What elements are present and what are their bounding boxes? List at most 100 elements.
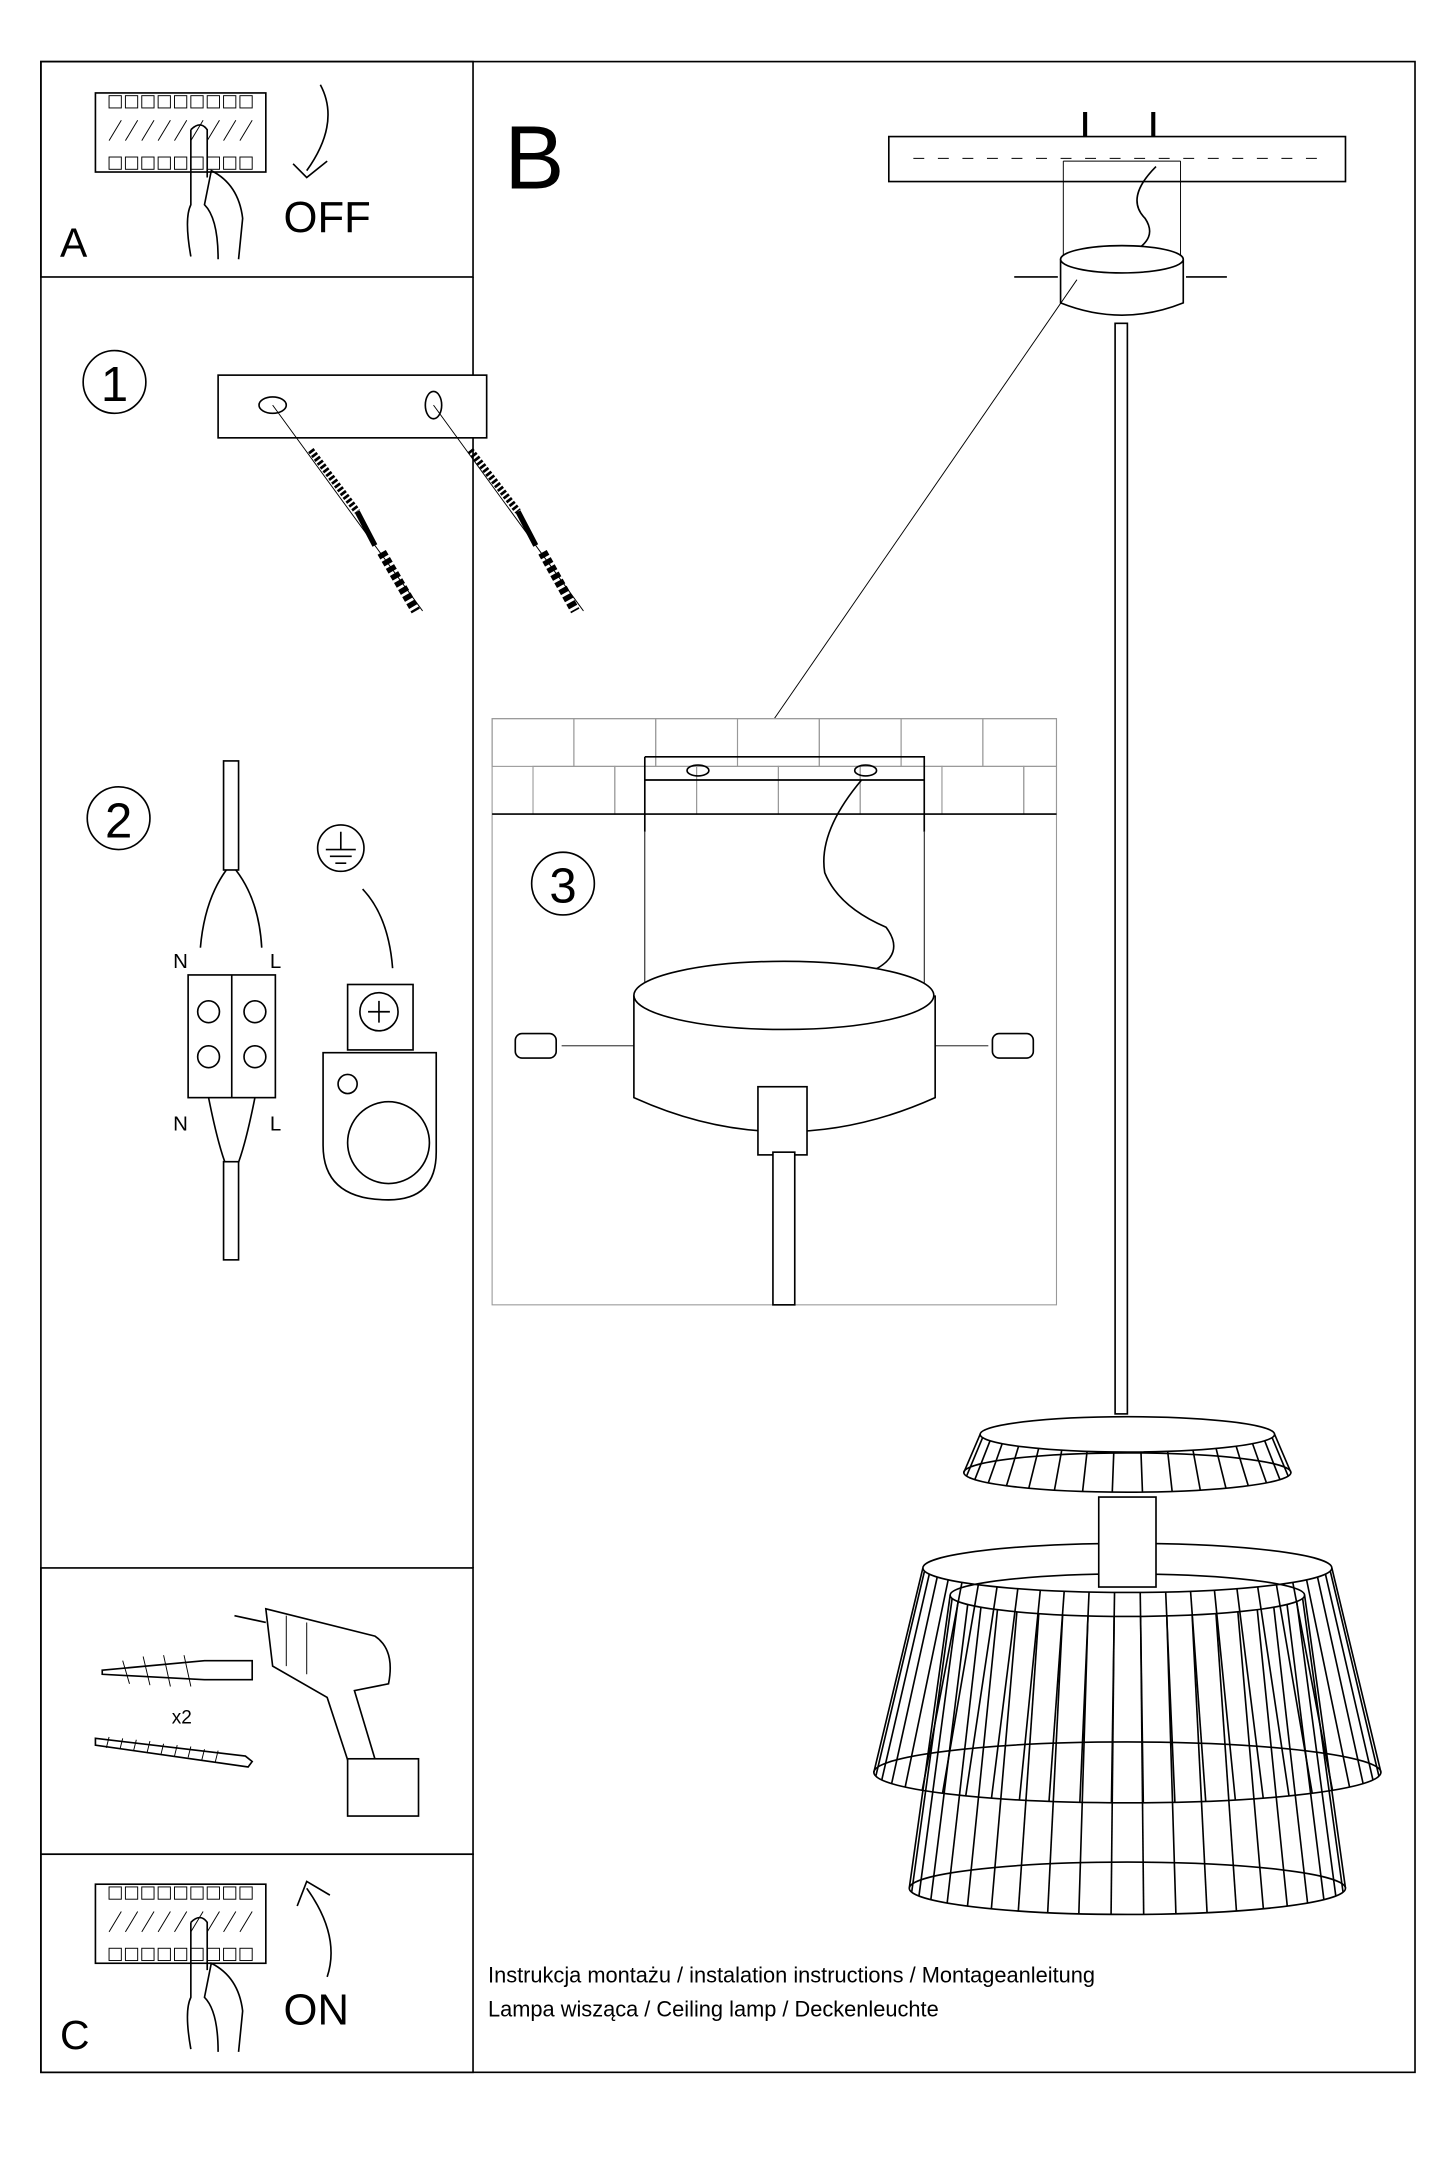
breaker-terminal <box>206 1886 220 1900</box>
bottom-tier-bar <box>910 1598 953 1893</box>
arrow-up-icon <box>296 1880 332 1978</box>
middle-tier-bar <box>875 1570 926 1777</box>
bottom-tier-bar <box>918 1601 959 1897</box>
panel-c-action: ON <box>284 1987 349 2035</box>
breaker-switch <box>206 1911 220 1933</box>
bottom-tier-bar <box>1110 1616 1115 1915</box>
breaker-terminal <box>223 156 237 170</box>
bottom-tier-bottom-ring <box>908 1861 1347 1916</box>
top-tier-bar <box>1005 1446 1020 1486</box>
ceiling-beam <box>887 112 1347 183</box>
top-tier-bar <box>1081 1451 1088 1492</box>
top-tier-top-ring <box>979 1415 1276 1453</box>
detail-leader-line <box>773 279 1078 719</box>
step-3-number: 3 <box>549 860 576 914</box>
bottom-tier-bar <box>1286 1604 1325 1900</box>
bottom-tier-bar <box>1256 1609 1289 1907</box>
wall-brick <box>941 765 1025 815</box>
top-tier-bar <box>1140 1451 1144 1493</box>
breaker-terminal <box>157 1947 171 1962</box>
breaker-switch <box>190 119 204 141</box>
wall-brick <box>1023 765 1058 815</box>
wall-brick <box>777 765 861 815</box>
top-tier-bar <box>974 1440 991 1480</box>
bottom-tier-bar <box>1191 1614 1208 1913</box>
breaker-terminal <box>239 95 253 109</box>
top-tier-bar <box>1053 1450 1063 1491</box>
breaker-switch <box>174 119 188 141</box>
bottom-tier-bar <box>908 1595 951 1889</box>
lamp-shade <box>872 1415 1382 1916</box>
bottom-tier-bar <box>990 1611 1018 1909</box>
breaker-switch <box>174 1911 188 1933</box>
breaker-switch <box>223 119 237 141</box>
step-3-badge <box>530 851 596 916</box>
breaker-terminal <box>124 95 139 109</box>
wall-brick <box>655 718 739 767</box>
bottom-tier-bar <box>1046 1614 1064 1913</box>
breaker-icon <box>94 1883 267 1965</box>
wall-brick <box>573 718 657 767</box>
middle-tier-bar <box>1316 1576 1364 1784</box>
top-tier-bar <box>1263 1440 1281 1480</box>
middle-tier-bottom-ring <box>872 1741 1382 1804</box>
middle-tier-bar <box>990 1588 1019 1799</box>
wall-brick <box>736 718 820 767</box>
top-tier-bar <box>1027 1448 1040 1489</box>
wall-brick <box>900 718 984 767</box>
wire-label-l: L <box>270 950 281 973</box>
breaker-switch <box>125 1911 139 1933</box>
breaker-terminal <box>239 1947 253 1962</box>
wall-brick <box>614 765 698 815</box>
lamp-socket <box>1097 1496 1157 1588</box>
panel-a-action: OFF <box>284 194 371 242</box>
panel-c-label: C <box>60 2012 90 2058</box>
step-1-number: 1 <box>101 358 128 412</box>
wall-brick <box>696 765 779 815</box>
middle-tier-bar <box>890 1576 939 1784</box>
breaker-terminal <box>141 1947 155 1962</box>
wire-label-l: L <box>270 1112 281 1135</box>
ground-terminal <box>322 888 438 1201</box>
wire-label-n: N <box>173 1112 188 1135</box>
bottom-tier-bar <box>1215 1613 1238 1912</box>
top-tier-bar <box>1251 1443 1268 1484</box>
breaker-switch <box>108 119 122 141</box>
breaker-switch <box>157 119 171 141</box>
middle-tier-bar <box>880 1573 931 1781</box>
breaker-terminal <box>124 156 139 170</box>
wall-brick <box>532 765 616 815</box>
bottom-tier-bar <box>966 1609 999 1907</box>
bottom-tier-bar <box>930 1604 969 1900</box>
breaker-terminal <box>206 95 220 109</box>
top-tier-bottom-ring <box>962 1452 1292 1493</box>
breaker-switch <box>206 119 220 141</box>
breaker-terminal <box>108 1947 122 1962</box>
wall-brick <box>491 718 575 767</box>
breaker-terminal <box>174 156 188 170</box>
screw-and-plug-icon <box>272 404 584 614</box>
breaker-terminal <box>157 95 171 109</box>
bottom-tier-bar <box>946 1607 982 1904</box>
footer-subtitle: Lampa wisząca / Ceiling lamp / Deckenleu… <box>488 1996 939 2021</box>
ceiling-canopy <box>1014 160 1227 316</box>
bottom-tier-bar <box>1078 1615 1089 1914</box>
breaker-terminal <box>124 1947 139 1962</box>
panel-c-frame <box>40 1853 474 2074</box>
hand-icon <box>186 1916 244 2052</box>
middle-tier-bar <box>1331 1567 1382 1773</box>
breaker-terminal <box>124 1886 139 1900</box>
top-tier-bar <box>1235 1446 1250 1486</box>
breaker-terminal <box>157 1886 171 1900</box>
step-1-badge <box>82 349 147 415</box>
breaker-switch <box>141 1911 155 1933</box>
bottom-tier-bar <box>1165 1615 1177 1914</box>
middle-tier-bar <box>1256 1586 1290 1796</box>
bottom-tier-bar <box>1303 1595 1347 1889</box>
breaker-switch <box>141 119 155 141</box>
wall-brick <box>982 718 1058 767</box>
middle-tier-bar <box>964 1586 998 1796</box>
top-tier-bar <box>1215 1448 1227 1489</box>
breaker-switch <box>223 1911 237 1933</box>
